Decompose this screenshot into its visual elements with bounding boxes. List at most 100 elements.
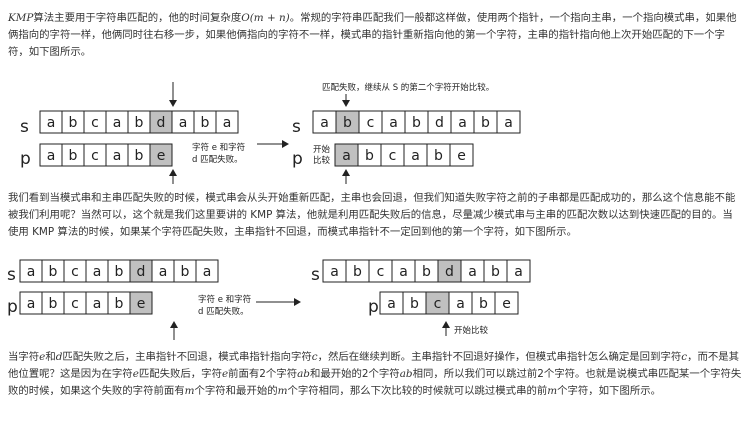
intro-paragraph: KMP算法主要用于字符串匹配的，他的时间复杂度O(m + n)。常规的字符串匹配… [8, 10, 743, 61]
fig1-left-arrow-down [169, 82, 177, 107]
p3-c: c [311, 351, 318, 363]
p3-t12: 个字符，如下图所示。 [557, 385, 662, 397]
fig1-right-pattern-char: c [389, 148, 397, 164]
fig2-right-p-label: p [368, 297, 379, 317]
p3-ab: ab [297, 368, 310, 380]
fig2-right-main-char: b [353, 264, 362, 280]
fig2-main-char: a [203, 264, 212, 280]
fig2-right-main-char: a [468, 264, 477, 280]
fig2-right-arrow [256, 298, 301, 306]
fig1-main-char: b [135, 115, 144, 131]
fig1-right-main-char: b [412, 115, 421, 131]
fig1-main-char: a [223, 115, 232, 131]
fig2-pattern-char: a [27, 296, 36, 312]
fig2-main-char: d [137, 264, 146, 280]
fig1-right-pattern-cell [449, 143, 474, 167]
fig1-right-p-label: p [292, 149, 303, 169]
fig2-main-cell [195, 259, 219, 283]
fig1-right-main-cell [496, 110, 521, 134]
p3-e3: e [221, 368, 229, 380]
p3-t11: 个字符相同，那么下次比较的时候就可以跳过模式串的前 [287, 385, 548, 397]
fig1-pattern-cell [149, 143, 173, 167]
fig1-right-pattern-char: b [365, 148, 374, 164]
fig2-s-label: s [7, 265, 16, 285]
fig2-note-line2: d 匹配失败。 [198, 306, 249, 317]
p3-d: d [55, 351, 63, 363]
fig1-main-char: a [47, 115, 56, 131]
fig2-right-main-char: a [514, 264, 523, 280]
fig1-right-pattern-char: e [457, 148, 466, 164]
fig2-left-arrow-up [170, 321, 178, 340]
fig2-right-main-char: a [399, 264, 408, 280]
fig1-pattern-char: c [91, 148, 99, 164]
fig1-s-label: s [20, 117, 29, 137]
p3-t7: 前面有2个字符 [228, 368, 298, 380]
fig1-right-main-char: d [435, 115, 444, 131]
p3-ab2: ab [399, 368, 413, 380]
fig2-p-label: p [7, 297, 18, 317]
p3-t3: 匹配失败之后，主串指针不回退，模式串指针指向字符 [62, 351, 312, 363]
fig1-right-pattern-char: a [342, 148, 351, 164]
fig1-right-pattern-char: a [411, 148, 420, 164]
fig2-right-main-cell [506, 259, 531, 283]
fig1-right-arrow [257, 140, 289, 148]
fig2-main-char: b [115, 264, 124, 280]
fig2-pattern-char: c [71, 296, 79, 312]
fig1-right-main-char: c [367, 115, 375, 131]
fig2-right-main-char: b [422, 264, 431, 280]
fig2-right-main-char: b [491, 264, 500, 280]
fig1-main-cell [215, 110, 239, 134]
fig1-note-line1: 字符 e 和字符 [192, 142, 245, 153]
fig2-pattern-char: b [49, 296, 58, 312]
fig1-main-char: b [69, 115, 78, 131]
fig2-main-char: b [49, 264, 58, 280]
intro-text-1: 算法主要用于字符串匹配的，他的时间复杂度 [33, 12, 242, 24]
intro-text-2: 。常规的字符串匹配我们一般都这样做，使用两个指针，一个指向主串，一个指向模式串，… [8, 12, 737, 58]
fig1-main-char: a [179, 115, 188, 131]
fig1-main-char: a [113, 115, 122, 131]
p3-t9: 相同，所以我们可以跳过前2个字符。也就是说模式串匹配某一个字符失败的时候，如果这… [8, 368, 742, 397]
fig2-right-main-char: c [377, 264, 385, 280]
fig2-right-pattern-char: c [434, 296, 442, 312]
fig1-right-arrow-down [342, 94, 350, 107]
p3-t4: ，然后在继续判断。主串指针不回退好操作，但模式串指针怎么确定是回到字符 [317, 351, 682, 363]
fig2-right-main-char: d [445, 264, 454, 280]
p3-e: e [39, 351, 46, 363]
fig1-right-main-char: a [389, 115, 398, 131]
p3-t6: 匹配失败后，字符 [138, 368, 222, 380]
explanation-paragraph: 当字符e和d匹配失败之后，主串指针不回退，模式串指针指向字符c，然后在继续判断。… [8, 349, 743, 400]
p3-t2: 和 [45, 351, 56, 363]
fig2-main-char: a [27, 264, 36, 280]
fig1-right-note: 匹配失败，继续从 S 的第二个字符开始比较。 [322, 82, 494, 93]
fig1-note-line2: d 匹配失败。 [192, 154, 243, 165]
fig1-main-char: d [157, 115, 166, 131]
fig1-start-line1: 开始 [313, 144, 331, 155]
fig2-main-char: a [159, 264, 168, 280]
fig1-p-label: p [20, 149, 31, 169]
fig2-main-char: b [181, 264, 190, 280]
p3-m2: m [277, 385, 288, 397]
fig2-right-main-char: a [330, 264, 339, 280]
fig2-right-pattern-char: b [479, 296, 488, 312]
fig2-right-arrow-up [442, 321, 450, 336]
fig1-right-main-char: a [320, 115, 329, 131]
fig1-right-main-char: a [458, 115, 467, 131]
p3-m3: m [547, 385, 558, 397]
fig1-right-main-char: b [481, 115, 490, 131]
fig2-pattern-cell [129, 291, 153, 315]
fig1-right-main-char: b [343, 115, 352, 131]
p3-t1: 当字符 [8, 351, 40, 363]
p3-c2: c [681, 351, 688, 363]
complexity-formula: O(m + n) [241, 12, 290, 24]
fig1-main-char: b [201, 115, 210, 131]
fig2-pattern-char: b [115, 296, 124, 312]
fig2-note-line1: 字符 e 和字符 [198, 294, 251, 305]
fig1-main-char: c [91, 115, 99, 131]
fig1-pattern-char: a [113, 148, 122, 164]
